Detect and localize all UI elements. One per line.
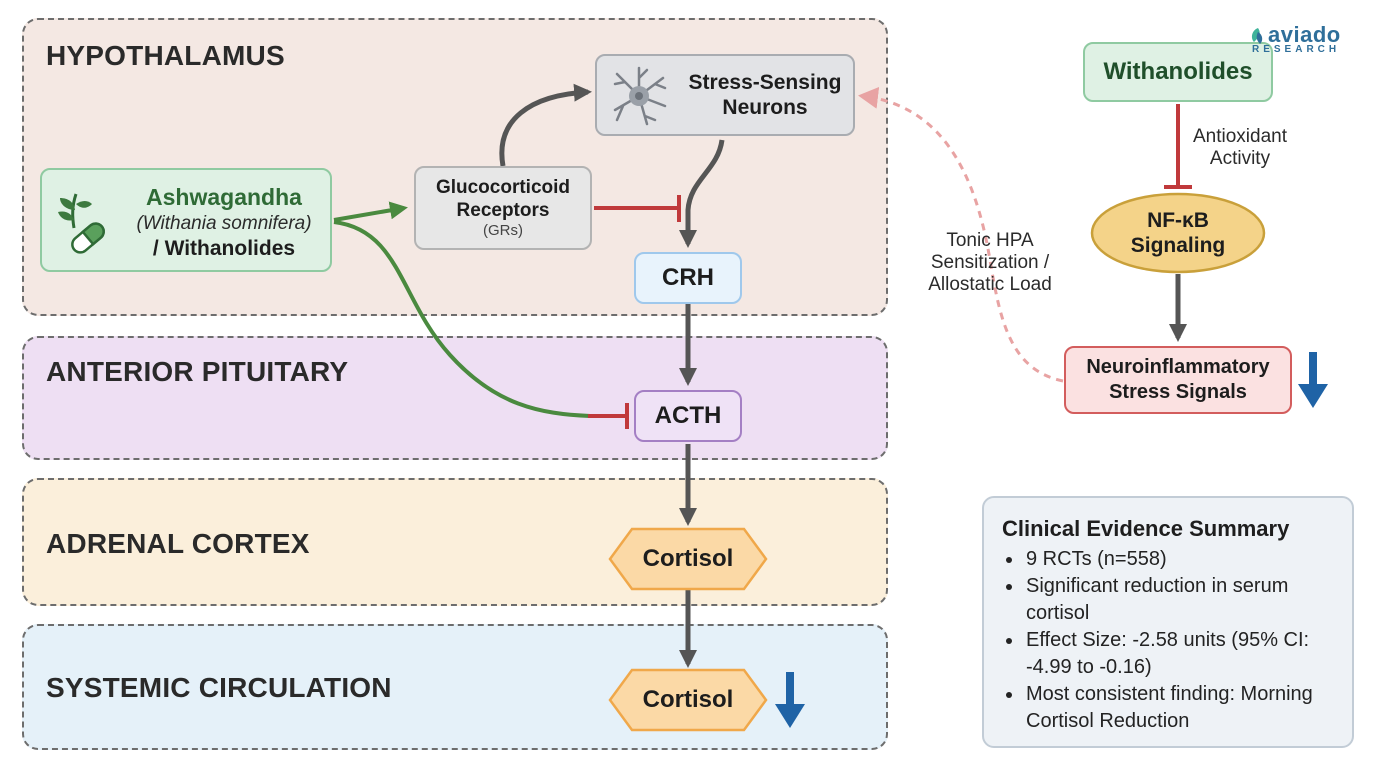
withanolides-node: Withanolides xyxy=(1083,42,1273,102)
zone-anterior-pituitary: ANTERIOR PITUITARY xyxy=(22,336,888,460)
cortisol-adrenal-label: Cortisol xyxy=(642,545,734,572)
acth-node: ACTH xyxy=(634,390,742,442)
inhibit-ashwagandha-to-acth xyxy=(333,220,591,418)
neurons-line1: Stress-Sensing xyxy=(688,71,842,94)
decrease-arrow-neuroinflammatory-icon xyxy=(1298,352,1328,408)
decrease-arrow-cortisol-icon xyxy=(775,672,805,728)
antioxidant-activity-label: Antioxidant Activity xyxy=(1192,126,1287,169)
summary-list: 9 RCTs (n=558) Significant reduction in … xyxy=(1002,546,1338,735)
summary-item: Most consistent finding: Morning Cortiso… xyxy=(1024,681,1338,735)
ashwagandha-sub: / Withanolides xyxy=(152,237,296,260)
logo-sub: RESEARCH xyxy=(1252,44,1341,55)
logo-mark-icon xyxy=(1251,28,1263,44)
gr-line1: Glucocorticoid xyxy=(435,177,571,198)
zone-systemic-circulation-title: SYSTEMIC CIRCULATION xyxy=(46,672,392,703)
summary-title: Clinical Evidence Summary xyxy=(1002,516,1290,541)
crh-node: CRH xyxy=(634,252,742,304)
ashwagandha-latin: (Withania somnifera) xyxy=(136,213,312,234)
cortisol-systemic-label: Cortisol xyxy=(642,686,734,713)
gr-line3: (GRs) xyxy=(483,222,523,239)
logo-word: aviado xyxy=(1268,22,1341,47)
glucocorticoid-receptors-node: Glucocorticoid Receptors (GRs) xyxy=(414,166,592,250)
neuroinflammatory-line2: Stress Signals xyxy=(1109,381,1247,403)
neuroinflammatory-node: Neuroinflammatory Stress Signals xyxy=(1064,346,1292,414)
neuroinflammatory-line1: Neuroinflammatory xyxy=(1086,356,1270,378)
arrow-ashwagandha-to-gr xyxy=(333,201,408,222)
neurons-line2: Neurons xyxy=(722,96,808,119)
stress-sensing-neurons-node: Stress-Sensing Neurons xyxy=(595,54,855,136)
nfkb-node: NF-κB Signaling xyxy=(1090,192,1266,274)
nfkb-line1: NF-κB xyxy=(1147,209,1209,232)
zone-anterior-pituitary-title: ANTERIOR PITUITARY xyxy=(46,356,349,387)
ashwagandha-name: Ashwagandha xyxy=(146,184,302,210)
gr-line2: Receptors xyxy=(456,200,550,221)
cortisol-adrenal-hexagon xyxy=(608,527,768,591)
nfkb-line2: Signaling xyxy=(1130,234,1226,257)
plant-capsule-icon xyxy=(58,193,105,254)
arrow-gr-to-neurons xyxy=(499,83,592,167)
zone-adrenal-cortex-title: ADRENAL CORTEX xyxy=(46,528,310,559)
neuron-icon xyxy=(613,66,667,126)
summary-item: Effect Size: -2.58 units (95% CI: -4.99 … xyxy=(1024,627,1338,681)
zone-hypothalamus-title: HYPOTHALAMUS xyxy=(46,40,285,71)
ashwagandha-node: Ashwagandha (Withania somnifera) / Witha… xyxy=(40,168,332,272)
arrow-tonic-hpa xyxy=(858,86,1064,383)
summary-item: Significant reduction in serum cortisol xyxy=(1024,573,1338,627)
cortisol-systemic-hexagon xyxy=(608,668,768,732)
nfkb-ellipse xyxy=(1090,192,1266,274)
arrow-neurons-to-crh xyxy=(679,139,725,248)
aviado-research-logo: aviado RESEARCH xyxy=(1248,22,1358,58)
summary-item: 9 RCTs (n=558) xyxy=(1024,546,1338,573)
clinical-evidence-summary: Clinical Evidence Summary 9 RCTs (n=558)… xyxy=(982,496,1354,748)
tonic-hpa-label: Tonic HPA Sensitization / Allostatic Loa… xyxy=(928,230,1052,295)
